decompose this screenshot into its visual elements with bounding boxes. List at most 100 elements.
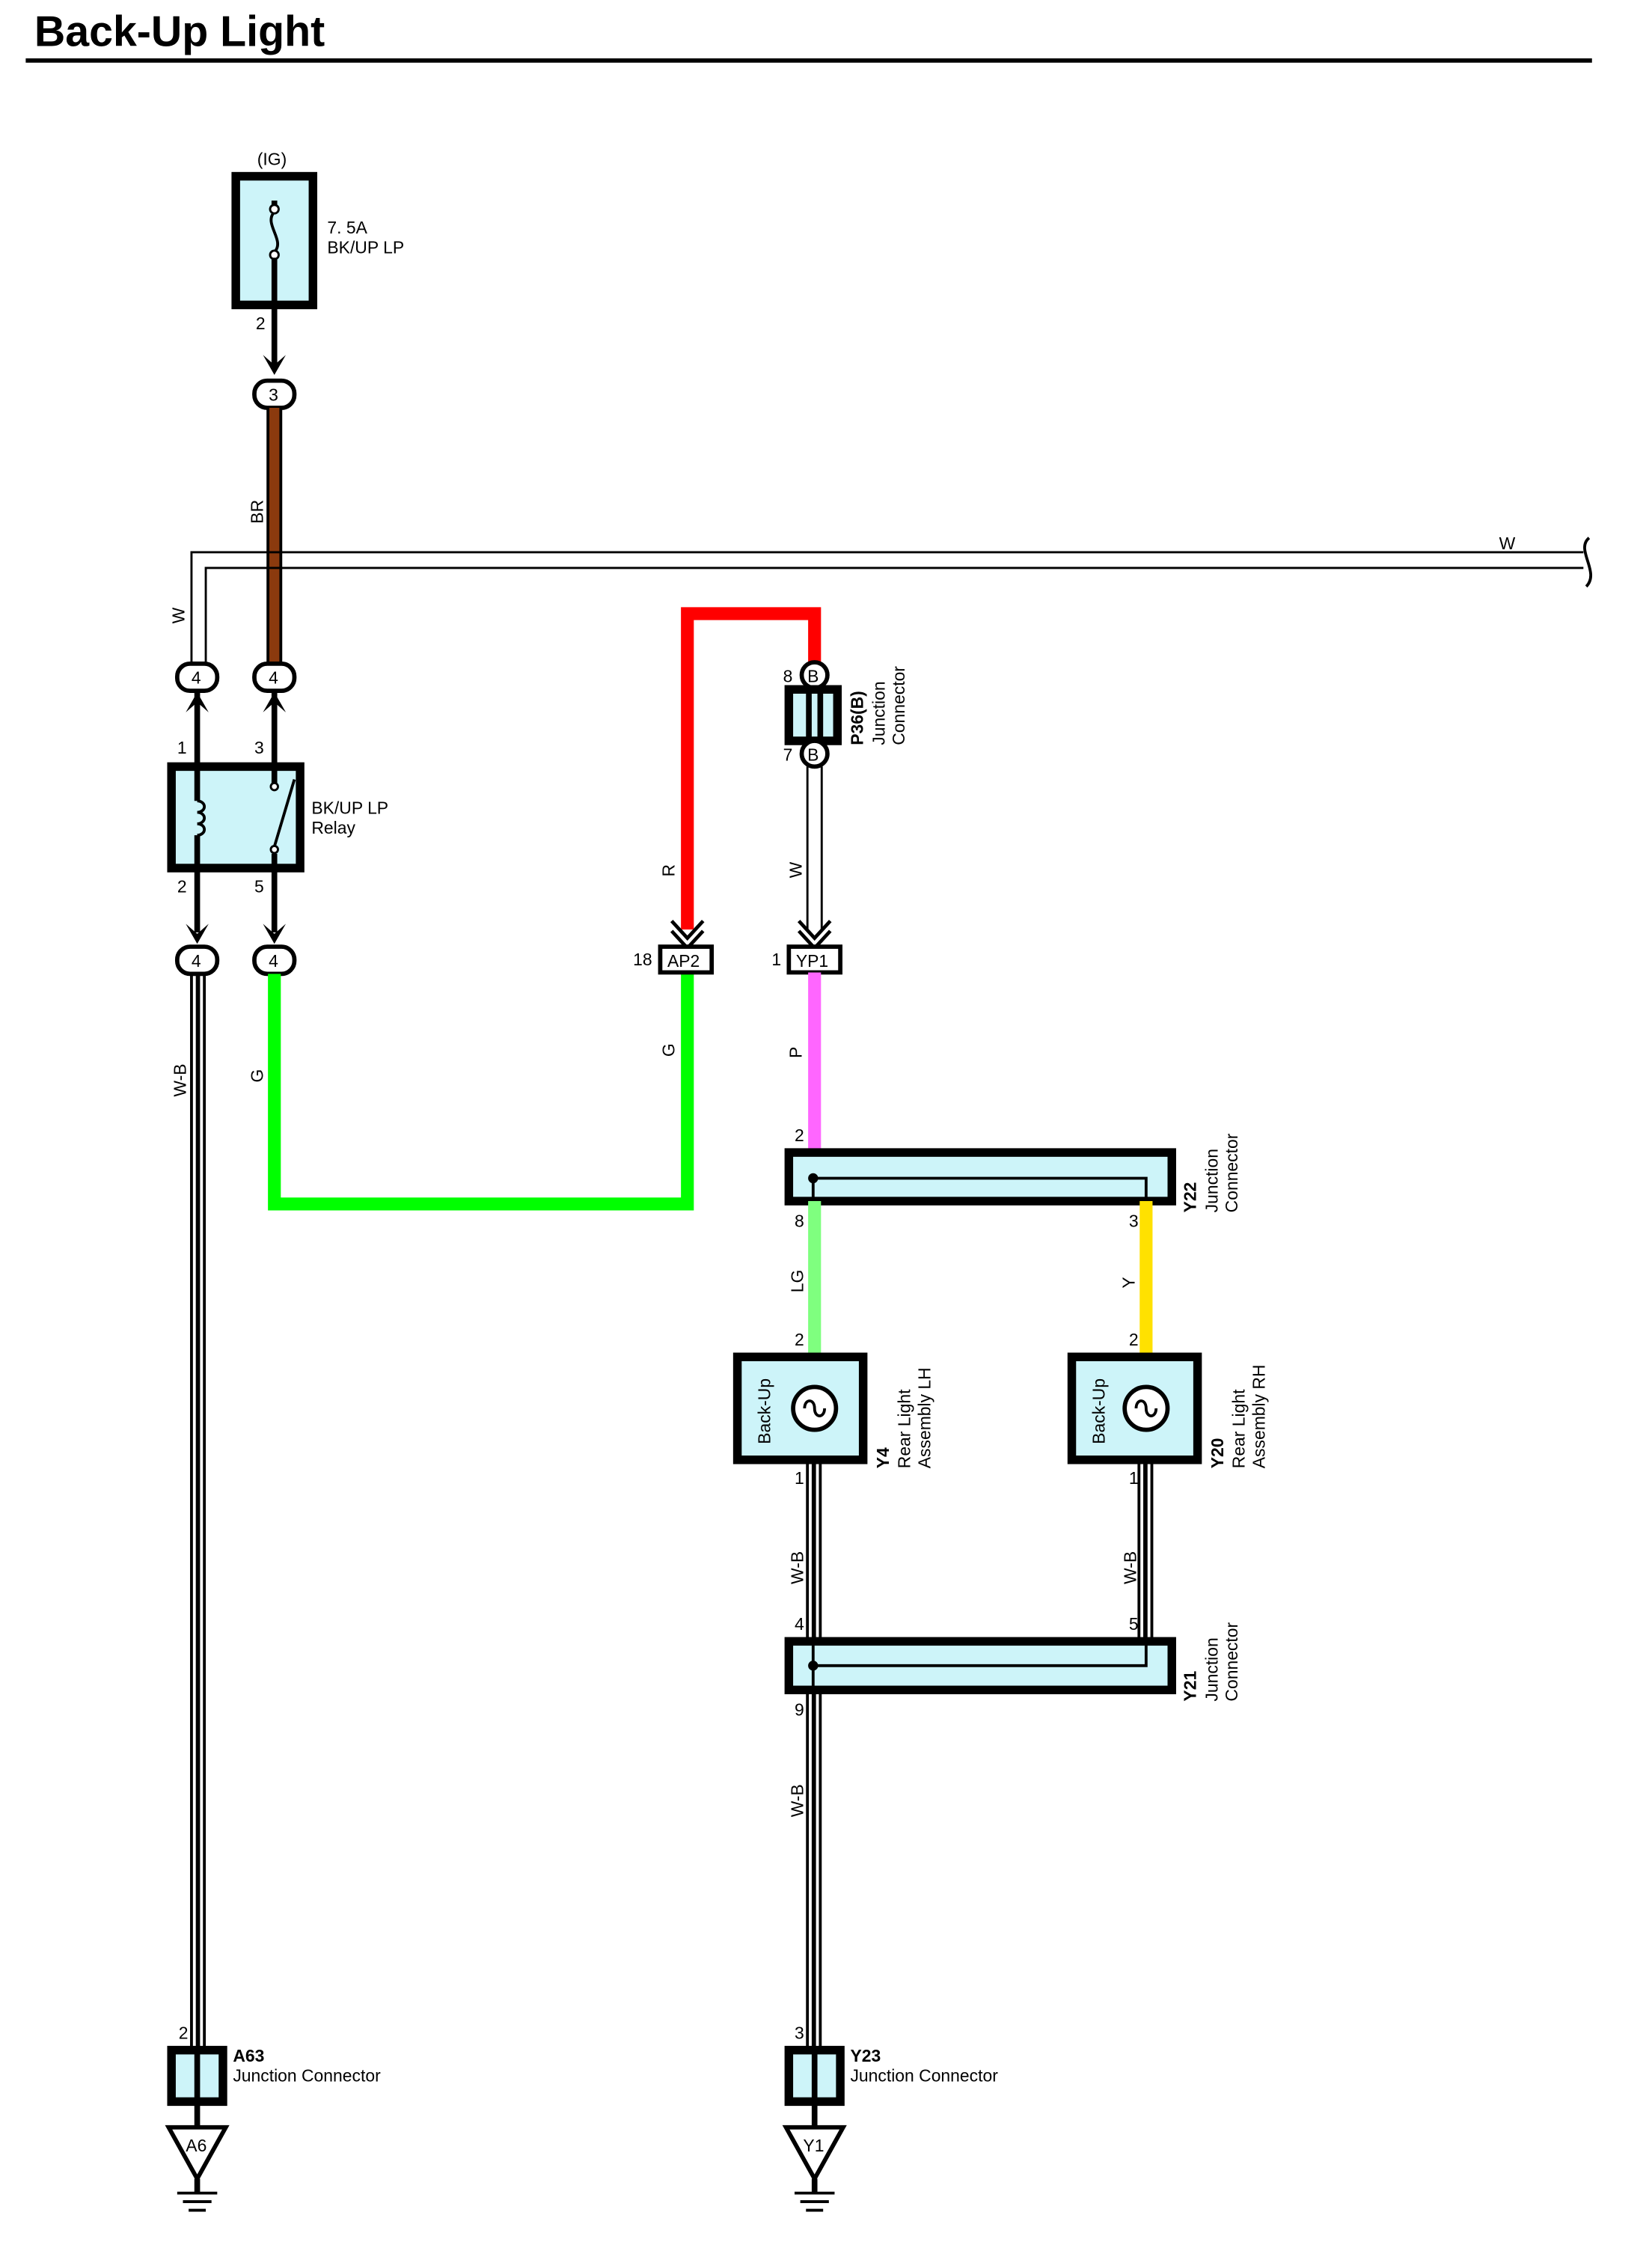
- splice-wb-bot: 4: [174, 944, 220, 977]
- y22-line1: Junction: [1202, 1149, 1221, 1212]
- wire-label-WB-y4: W-B: [787, 1551, 807, 1584]
- bulb-icon: [791, 1384, 839, 1432]
- y23-code: Y23: [850, 2046, 881, 2065]
- a63-pin: 2: [179, 2023, 189, 2042]
- p36-pin-8: 8: [783, 667, 793, 686]
- relay-pin-5: 5: [254, 876, 264, 896]
- fuse-icon: [269, 201, 280, 305]
- connector-arrow-icon: [797, 920, 832, 951]
- y4-code: Y4: [873, 1447, 893, 1468]
- p36-code: P36(B): [848, 691, 867, 745]
- y22-line2: Connector: [1222, 1133, 1241, 1212]
- wire-label-WB-left: W-B: [170, 1063, 189, 1096]
- relay-switch-icon: [269, 766, 296, 869]
- y21-junction-dot: [808, 1661, 819, 1671]
- wire-label-G-left: G: [247, 1069, 266, 1083]
- wire-label-G-right: G: [659, 1043, 679, 1057]
- y21-line1: Junction: [1202, 1637, 1221, 1701]
- p36-pin-7: 7: [783, 745, 793, 765]
- svg-text:B: B: [807, 667, 819, 686]
- wire-R: [681, 607, 822, 930]
- y20-inner-label: Back-Up: [1089, 1378, 1108, 1444]
- p36-pin-b-bot: B: [799, 739, 830, 769]
- wire-label-W-p36: W: [786, 861, 806, 878]
- ap2-connector: [658, 944, 715, 975]
- connector-arrow-icon: [263, 923, 287, 944]
- y20-pin-2: 2: [1129, 1330, 1139, 1349]
- relay-box: [167, 762, 305, 873]
- p36-line2: Connector: [889, 666, 908, 745]
- svg-text:3: 3: [269, 385, 278, 404]
- y22-code: Y22: [1181, 1182, 1200, 1213]
- y21-code: Y21: [1181, 1671, 1200, 1702]
- y4-pin-2: 2: [795, 1330, 804, 1349]
- wire-W-inner: [204, 566, 1584, 664]
- relay-coil-icon: [194, 766, 206, 869]
- relay-label-line1: BK/UP LP: [311, 798, 388, 817]
- wire-label-BR: BR: [247, 500, 266, 524]
- y4-line1: Rear Light: [895, 1389, 914, 1468]
- fuse-rating: 7. 5A: [327, 218, 367, 237]
- connector-arrow-icon: [186, 923, 209, 944]
- wire-label-LG: LG: [787, 1270, 807, 1293]
- wire-W-outer: [190, 551, 1584, 664]
- y20-line2: Assembly RH: [1249, 1364, 1268, 1468]
- wire-label-Y: Y: [1119, 1277, 1139, 1288]
- splice-g-bot: 4: [252, 944, 297, 977]
- ground-y1-label: Y1: [803, 2136, 824, 2155]
- y22-pin-3: 3: [1129, 1211, 1139, 1230]
- splice-w-top: 4: [174, 662, 220, 694]
- wire-label-P: P: [786, 1047, 806, 1058]
- y22-internal: [813, 1176, 1148, 1202]
- wire-label-WB-y20: W-B: [1120, 1551, 1139, 1584]
- y21-line2: Connector: [1222, 1622, 1241, 1702]
- relay-pin-3: 3: [254, 738, 264, 757]
- relay-pin-1: 1: [177, 738, 187, 757]
- p36-box: [784, 685, 842, 745]
- wire-label-W-right: W: [1499, 534, 1516, 553]
- wire-break-icon: [1583, 537, 1592, 588]
- y4-line2: Assembly LH: [914, 1367, 934, 1468]
- splice-br-top: 4: [252, 662, 297, 694]
- wire-label-WB-y23: W-B: [787, 1784, 807, 1817]
- connector-arrow-icon: [263, 355, 287, 376]
- ground-icon: [782, 2125, 847, 2212]
- wire-WB-y23: [806, 1690, 822, 2050]
- page-title: Back-Up Light: [34, 8, 325, 56]
- wire-WB-y4: [806, 1459, 822, 1642]
- yp1-pin: 1: [771, 950, 781, 969]
- ap2-label: AP2: [667, 951, 700, 971]
- bulb-icon: [1122, 1384, 1170, 1432]
- ground-a6-label: A6: [186, 2136, 206, 2155]
- y20-line1: Rear Light: [1229, 1389, 1249, 1468]
- wire-label-R: R: [659, 864, 679, 877]
- svg-text:4: 4: [269, 668, 278, 688]
- a63-code: A63: [233, 2046, 264, 2065]
- relay-label-line2: Relay: [311, 818, 355, 837]
- yp1-label: YP1: [796, 951, 828, 971]
- svg-text:4: 4: [269, 951, 278, 971]
- p36-line1: Junction: [869, 681, 888, 745]
- splice-3: 3: [252, 378, 297, 410]
- y20-pin-1: 1: [1129, 1468, 1139, 1488]
- y21-pin-9: 9: [795, 1700, 804, 1720]
- ground-icon: [165, 2125, 230, 2212]
- svg-text:4: 4: [192, 951, 201, 971]
- y21-internal: [813, 1641, 1148, 1667]
- fuse-pin: 2: [256, 314, 266, 333]
- y4-pin-1: 1: [795, 1468, 804, 1488]
- svg-text:B: B: [807, 745, 819, 765]
- wire-label-W: W: [168, 607, 188, 623]
- fuse-name: BK/UP LP: [327, 238, 404, 257]
- y20-code: Y20: [1208, 1438, 1227, 1468]
- ap2-pin: 18: [633, 950, 652, 969]
- a63-desc: Junction Connector: [233, 2066, 381, 2086]
- fuse-source-label: (IG): [257, 149, 287, 168]
- svg-text:4: 4: [192, 668, 201, 688]
- y23-pin: 3: [795, 2023, 804, 2042]
- y23-desc: Junction Connector: [850, 2066, 998, 2086]
- wire-G: [268, 974, 694, 1211]
- y21-pin-4: 4: [795, 1614, 804, 1634]
- y22-junction-dot: [808, 1173, 819, 1184]
